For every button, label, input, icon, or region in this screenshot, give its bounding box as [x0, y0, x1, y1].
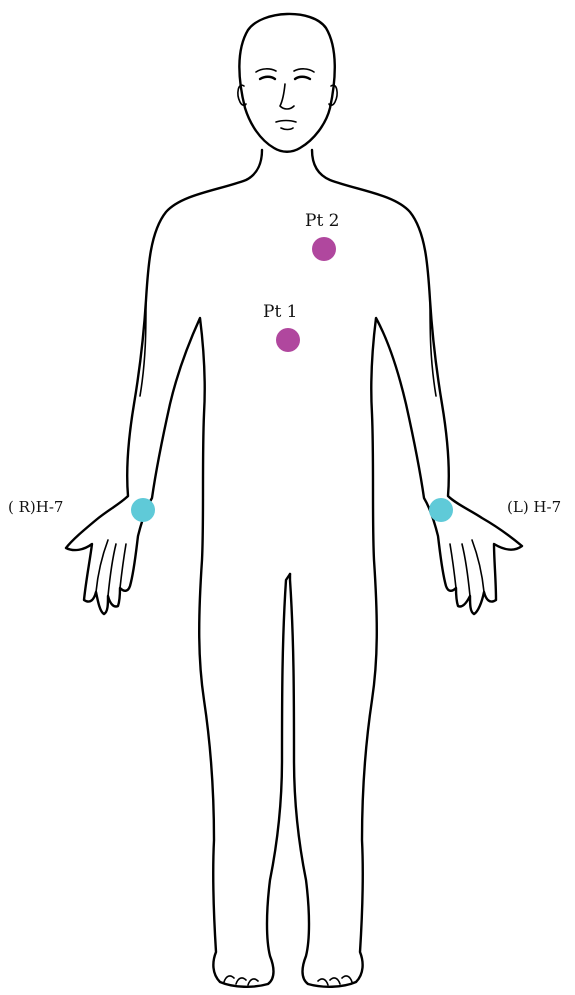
right-h7-marker[interactable] — [131, 498, 155, 522]
left-h7-marker[interactable] — [429, 498, 453, 522]
head — [238, 14, 337, 152]
pt2-label: Pt 2 — [305, 211, 340, 231]
pt1-marker[interactable] — [276, 328, 300, 352]
pt1-label: Pt 1 — [263, 302, 298, 322]
right-h7-label: ( R)H-7 — [8, 498, 63, 516]
acupoint-markers — [131, 237, 453, 522]
pt2-marker[interactable] — [312, 237, 336, 261]
toe-lines — [224, 976, 352, 985]
left-h7-label: (L) H-7 — [507, 498, 561, 516]
point-labels: Pt 2 Pt 1 ( R)H-7 (L) H-7 — [8, 211, 561, 516]
